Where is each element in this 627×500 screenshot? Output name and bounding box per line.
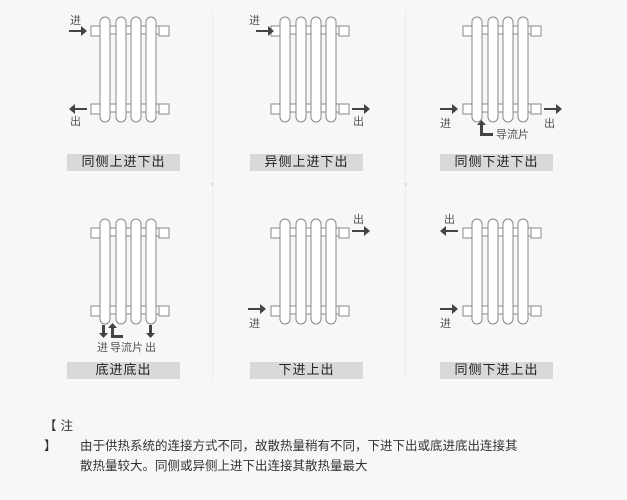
- diagram-opposite-side-top-in-bottom-out: 进 出 异侧上进下出: [210, 0, 410, 190]
- caption: 底进底出: [67, 362, 180, 379]
- caption: 同侧上进下出: [67, 154, 180, 171]
- divider: [212, 10, 213, 380]
- inlet-label: 进: [249, 317, 260, 330]
- divider-dot: [404, 183, 407, 186]
- inlet-label: 进: [249, 14, 260, 27]
- caption: 下进上出: [250, 362, 363, 379]
- outlet-label: 出: [70, 114, 81, 128]
- radiator-icon: 进 出 导流片: [440, 16, 562, 141]
- caption: 同侧下进下出: [440, 154, 553, 171]
- divider-dot: [211, 183, 214, 186]
- diagram-same-side-top-in-bottom-out: 进 出 同侧上进下出: [0, 0, 200, 190]
- deflector-label: 导流片: [110, 340, 143, 354]
- radiator-icon: 出 进: [248, 212, 370, 330]
- inlet-label: 进: [97, 341, 108, 354]
- radiator-icon: 出 进: [440, 212, 542, 330]
- inlet-label: 进: [70, 14, 81, 27]
- note-line-1: 由于供热系统的连接方式不同，故散热量稍有不同，下进下出或底进底出连接其: [80, 438, 518, 453]
- diagram-bottom-in-bottom-out: 进 导流片 出 底进底出: [0, 190, 200, 380]
- diagram-same-side-bottom-in-bottom-out: 进 出 导流片 同侧下进下出: [417, 0, 617, 190]
- inlet-label: 进: [440, 117, 451, 130]
- diagram-bottom-in-top-out: 出 进 下进上出: [210, 190, 410, 380]
- outlet-label: 出: [444, 212, 455, 226]
- outlet-label: 出: [353, 114, 364, 128]
- caption: 异侧上进下出: [250, 154, 363, 171]
- radiator-icon: 进 出: [69, 14, 170, 128]
- note-prefix: 【 注 】: [44, 418, 73, 453]
- diagram-same-side-bottom-in-top-out: 出 进 同侧下进上出: [417, 190, 617, 380]
- outlet-label: 出: [544, 116, 555, 130]
- note-line-2: 散热量较大。同侧或异侧上进下出连接其散热量最大: [80, 458, 368, 473]
- radiator-icon: 进 导流片 出: [90, 218, 170, 354]
- divider: [405, 10, 406, 380]
- deflector-label: 导流片: [496, 127, 529, 141]
- radiator-icon: 进 出: [249, 14, 370, 128]
- caption: 同侧下进上出: [440, 362, 553, 379]
- outlet-label: 出: [353, 212, 364, 226]
- outlet-label: 出: [145, 340, 156, 354]
- inlet-label: 进: [440, 317, 451, 330]
- note: 【 注 】由于供热系统的连接方式不同，故散热量稍有不同，下进下出或底进底出连接其…: [44, 416, 589, 476]
